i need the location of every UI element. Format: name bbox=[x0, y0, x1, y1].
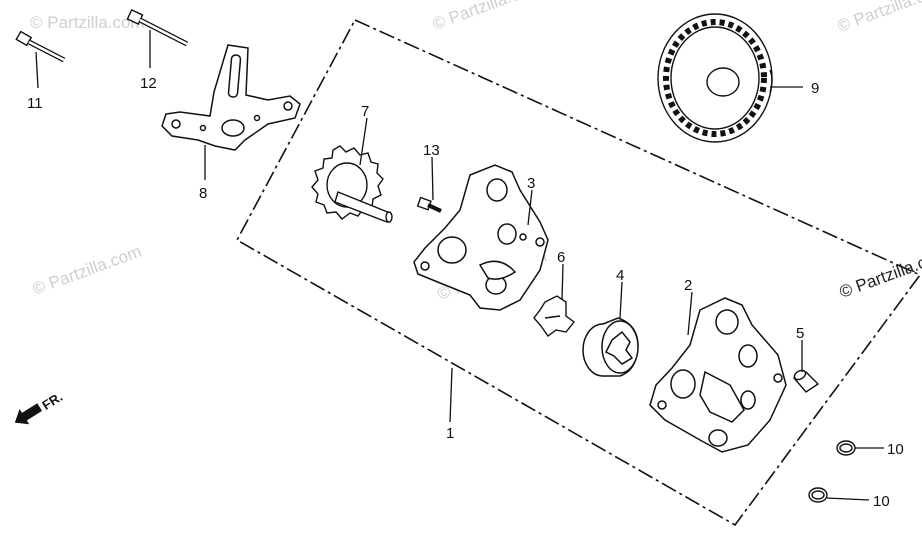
leader-3 bbox=[527, 189, 533, 226]
callout-8: 8 bbox=[199, 185, 207, 202]
pump-body-2 bbox=[649, 297, 787, 453]
bolt-11 bbox=[15, 30, 66, 63]
watermark-right: © Partzilla.com bbox=[837, 245, 922, 302]
callout-13: 13 bbox=[423, 142, 440, 159]
screw-13 bbox=[416, 196, 442, 213]
callout-2: 2 bbox=[684, 277, 692, 294]
callout-5: 5 bbox=[796, 325, 804, 342]
leader-6 bbox=[561, 263, 564, 301]
callout-11: 11 bbox=[27, 95, 43, 112]
sprocket-7 bbox=[311, 145, 393, 223]
front-direction-arrow-icon: FR. bbox=[14, 389, 65, 425]
watermark-left: © Partzilla.com bbox=[30, 242, 144, 299]
bolt-12 bbox=[126, 9, 189, 47]
callout-6: 6 bbox=[557, 249, 565, 266]
bracket-8 bbox=[161, 44, 301, 151]
callout-1: 1 bbox=[446, 425, 454, 442]
leader-1 bbox=[449, 367, 453, 423]
callout-12: 12 bbox=[140, 75, 157, 92]
assembly-boundary bbox=[235, 18, 922, 527]
callout-9: 9 bbox=[811, 80, 819, 97]
gear-9 bbox=[657, 13, 773, 143]
callout-10b: 10 bbox=[873, 493, 890, 510]
inner-rotor-6 bbox=[533, 295, 575, 337]
dowel-pin-5 bbox=[792, 369, 820, 393]
leader-4 bbox=[619, 281, 623, 319]
watermark-top-left: © Partzilla.com bbox=[30, 13, 145, 32]
o-ring-10a bbox=[836, 440, 856, 456]
watermark-top-right: © Partzilla.com bbox=[835, 0, 922, 36]
leader-11 bbox=[35, 51, 39, 89]
callout-3: 3 bbox=[527, 175, 535, 192]
leader-7 bbox=[359, 117, 368, 166]
callout-4: 4 bbox=[616, 267, 624, 284]
pump-cover-3 bbox=[413, 164, 549, 311]
leader-10b bbox=[826, 497, 870, 501]
watermark-top-center: © Partzilla.com bbox=[430, 0, 544, 34]
leader-2 bbox=[687, 291, 693, 336]
o-ring-10b bbox=[808, 487, 828, 503]
outer-rotor-4 bbox=[582, 317, 639, 377]
front-direction-label: FR. bbox=[39, 389, 65, 413]
leader-13 bbox=[431, 156, 434, 201]
callout-10a: 10 bbox=[887, 441, 904, 458]
callout-7: 7 bbox=[361, 103, 369, 120]
